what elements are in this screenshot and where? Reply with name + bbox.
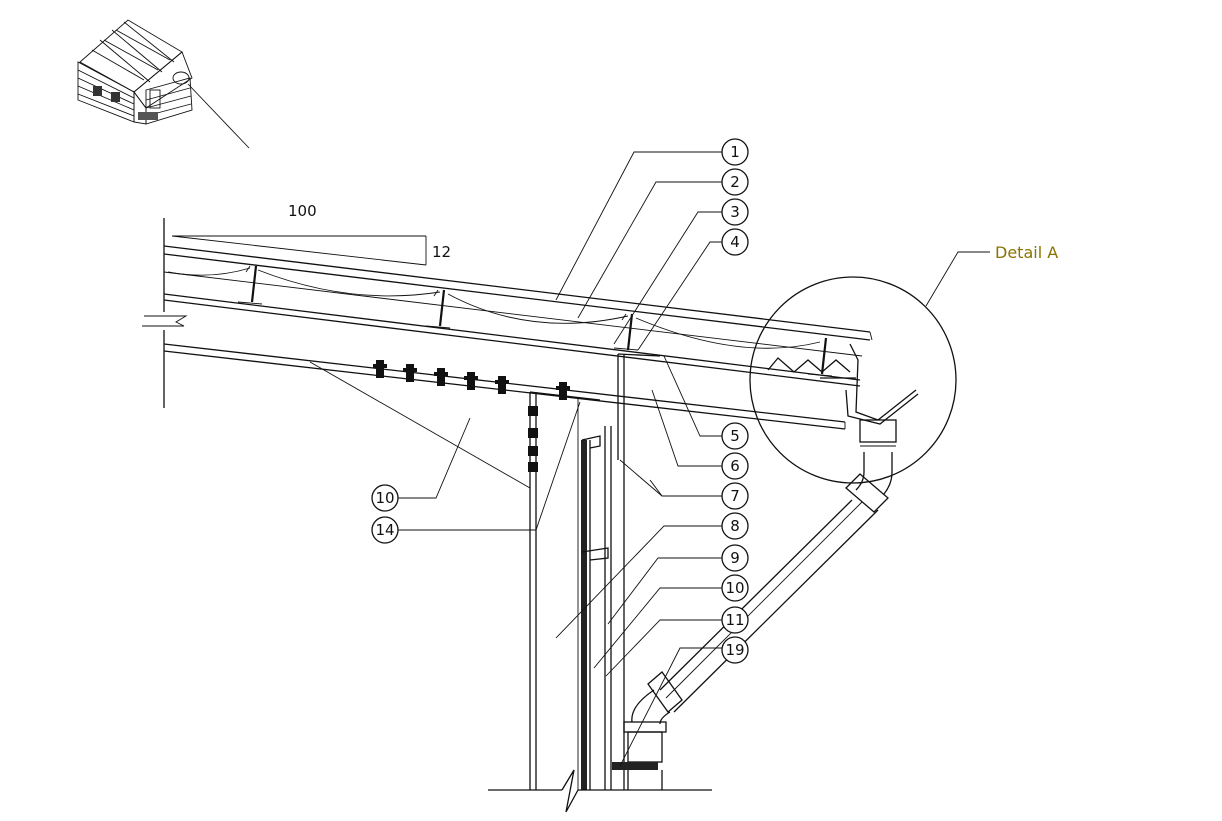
callout-11-number: 11 [725,611,744,629]
callout-4-number: 4 [730,233,740,251]
house-key-plan-icon [77,19,250,149]
callout-7: 7 [721,482,749,510]
callout-10-right: 10 [721,574,749,602]
detail-a-circle: Detail A [749,243,1058,484]
insulation-drape [167,267,821,349]
slope-indicator: 100 12 [171,202,451,266]
callout-2: 2 [721,168,749,196]
purlin-row [237,265,833,377]
callout-7-number: 7 [730,487,740,505]
wall-section [528,353,661,790]
slope-run-label: 100 [288,202,317,220]
callout-5: 5 [721,422,749,450]
callout-5-number: 5 [730,427,740,445]
callout-3: 3 [721,198,749,226]
callout-19: 19 [721,636,749,664]
detail-a-label: Detail A [995,243,1058,262]
callout-10-left-number: 10 [375,489,394,507]
callout-9-number: 9 [730,549,740,567]
callout-19-number: 19 [725,641,744,659]
callout-11: 11 [721,606,749,634]
callout-9: 9 [721,544,749,572]
downpipe [612,419,897,790]
callout-6-number: 6 [730,457,740,475]
callout-1: 1 [721,138,749,166]
callout-1-number: 1 [730,143,740,161]
callout-8-number: 8 [730,517,740,535]
callout-8: 8 [721,512,749,540]
slope-rise-label: 12 [432,243,451,261]
callout-14: 14 [371,516,399,544]
callout-6: 6 [721,452,749,480]
callout-2-number: 2 [730,173,740,191]
left-break-line [142,218,188,408]
leader-lines [309,151,722,767]
roof-sheeting [163,245,873,357]
ceiling-fasteners [373,360,570,400]
callout-14-number: 14 [375,521,394,539]
ground-line [488,769,712,813]
callout-10-left: 10 [371,484,399,512]
callout-10-right-number: 10 [725,579,744,597]
callout-4: 4 [721,228,749,256]
callout-3-number: 3 [730,203,740,221]
